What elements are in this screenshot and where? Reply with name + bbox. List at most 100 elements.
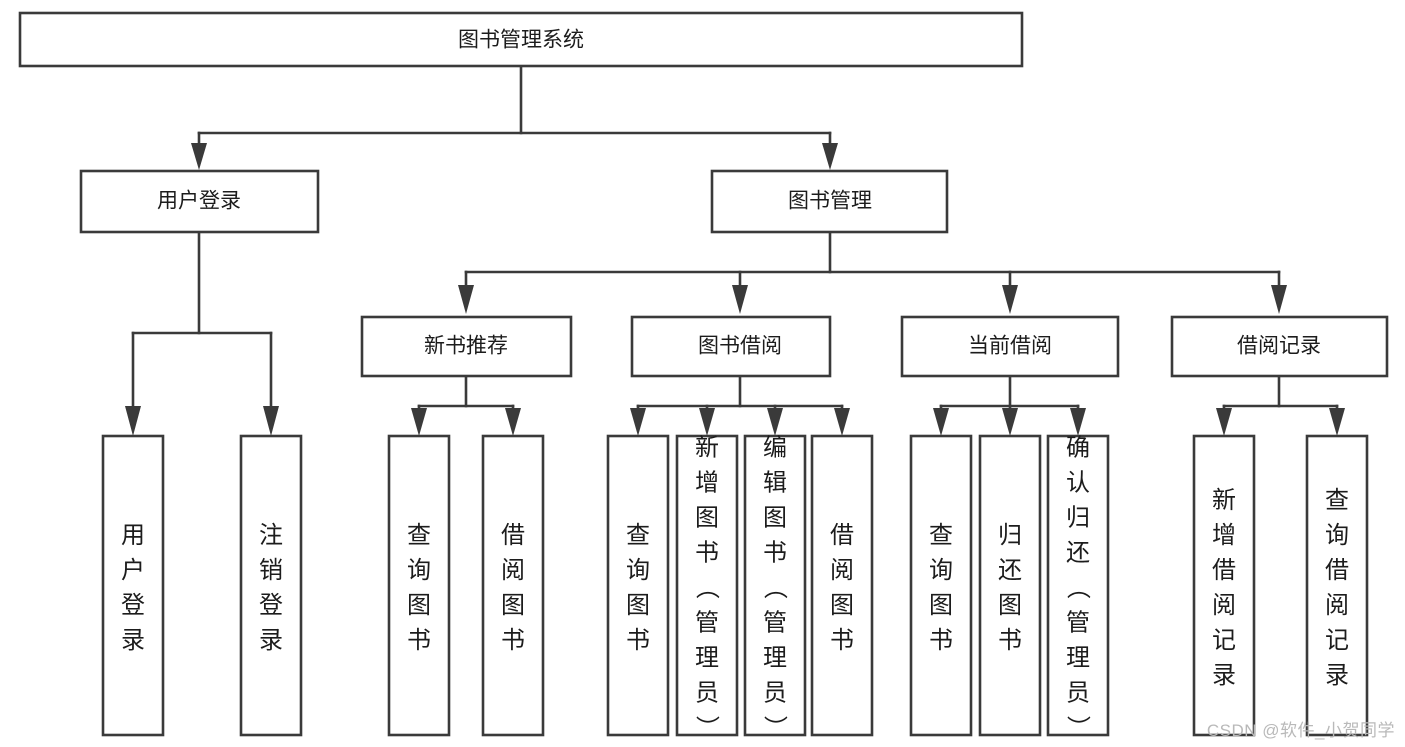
node-current-borrow[interactable]: 当前借阅: [900, 315, 1120, 378]
svg-text:归: 归: [1066, 504, 1090, 531]
node-root-label: 图书管理系统: [458, 29, 584, 52]
arrow-bm-c3: [1002, 285, 1018, 314]
node-book-borrow-box[interactable]: [630, 315, 832, 378]
leaf-return-book-box[interactable]: [978, 434, 1042, 737]
svg-text:书: 书: [695, 539, 719, 566]
svg-text:编: 编: [763, 434, 787, 461]
arrow-bb-l3: [767, 408, 783, 436]
leaf-add-book[interactable]: [675, 434, 739, 737]
leaf-add-record[interactable]: [1192, 434, 1256, 737]
svg-text:（: （: [693, 575, 720, 599]
svg-text:理: 理: [763, 644, 787, 671]
node-user-login[interactable]: 用户登录: [79, 169, 320, 234]
svg-text:书: 书: [501, 627, 525, 654]
leaf-add-book-box[interactable]: [675, 434, 739, 737]
leaf-user-login-box[interactable]: [101, 434, 165, 737]
node-book-borrow[interactable]: 图书借阅: [630, 315, 832, 378]
svg-text:图: 图: [695, 504, 719, 531]
node-user-login-box[interactable]: [79, 169, 320, 234]
svg-text:管: 管: [1066, 609, 1090, 636]
leaf-query-record-box[interactable]: [1305, 434, 1369, 737]
leaf-confirm-return-box[interactable]: [1046, 434, 1110, 737]
svg-text:书: 书: [626, 627, 650, 654]
leaf-query-book-1[interactable]: [387, 434, 451, 737]
arrow-br-l2: [1329, 408, 1345, 436]
node-borrow-record-box[interactable]: [1170, 315, 1389, 378]
leaf-user-logout-box[interactable]: [239, 434, 303, 737]
leaf-borrow-book-2-box[interactable]: [810, 434, 874, 737]
leaf-user-login[interactable]: [101, 434, 165, 737]
node-current-borrow-box[interactable]: [900, 315, 1120, 378]
svg-text:）: ）: [693, 715, 720, 739]
svg-text:录: 录: [259, 627, 283, 654]
leaf-query-book-3-box[interactable]: [909, 434, 973, 737]
arrow-cb-l3: [1070, 408, 1086, 436]
leaf-query-book-2[interactable]: [606, 434, 670, 737]
svg-text:询: 询: [626, 557, 650, 584]
svg-text:图: 图: [998, 592, 1022, 619]
svg-text:书: 书: [763, 539, 787, 566]
svg-text:还: 还: [998, 557, 1022, 584]
leaf-edit-book-box[interactable]: [743, 434, 807, 737]
arrow-userlogin-c1: [125, 406, 141, 436]
svg-text:查: 查: [626, 522, 650, 549]
svg-text:还: 还: [1066, 539, 1090, 566]
svg-text:）: ）: [761, 715, 788, 739]
arrow-bm-c1: [458, 285, 474, 314]
svg-text:用: 用: [121, 522, 145, 549]
arrow-nbr-l1: [411, 408, 427, 436]
svg-text:归: 归: [998, 522, 1022, 549]
svg-text:管: 管: [763, 609, 787, 636]
svg-text:书: 书: [830, 627, 854, 654]
leaf-query-book-3[interactable]: [909, 434, 973, 737]
node-book-borrow-label: 图书借阅: [698, 335, 782, 358]
leaf-add-record-box[interactable]: [1192, 434, 1256, 737]
svg-text:理: 理: [1066, 644, 1090, 671]
node-book-manage-box[interactable]: [710, 169, 949, 234]
leaf-query-record[interactable]: [1305, 434, 1369, 737]
node-new-book-rec-label: 新书推荐: [424, 335, 508, 358]
svg-text:阅: 阅: [1212, 592, 1236, 619]
svg-text:记: 记: [1212, 627, 1236, 654]
svg-text:）: ）: [1064, 715, 1091, 739]
svg-text:图: 图: [830, 592, 854, 619]
node-new-book-rec[interactable]: 新书推荐: [360, 315, 573, 378]
svg-text:（: （: [761, 575, 788, 599]
svg-text:图: 图: [763, 504, 787, 531]
node-root-box[interactable]: [18, 11, 1024, 68]
svg-text:书: 书: [998, 627, 1022, 654]
svg-text:登: 登: [259, 592, 283, 619]
leaf-return-book[interactable]: [978, 434, 1042, 737]
arrow-nbr-l2: [505, 408, 521, 436]
leaf-borrow-book-1-box[interactable]: [481, 434, 545, 737]
arrow-cb-l2: [1002, 408, 1018, 436]
arrow-userlogin-c2: [263, 406, 279, 436]
leaf-confirm-return[interactable]: [1046, 434, 1110, 737]
node-root[interactable]: 图书管理系统: [18, 11, 1024, 68]
node-book-manage[interactable]: 图书管理: [710, 169, 949, 234]
svg-text:新: 新: [1212, 487, 1236, 514]
node-new-book-rec-box[interactable]: [360, 315, 573, 378]
svg-text:查: 查: [407, 522, 431, 549]
svg-text:查: 查: [1325, 487, 1349, 514]
svg-text:询: 询: [929, 557, 953, 584]
leaf-edit-book[interactable]: [743, 434, 807, 737]
svg-text:录: 录: [1325, 662, 1349, 689]
svg-text:询: 询: [407, 557, 431, 584]
svg-text:增: 增: [1212, 522, 1236, 549]
svg-text:书: 书: [929, 627, 953, 654]
leaf-borrow-book-1[interactable]: [481, 434, 545, 737]
leaf-borrow-book-2[interactable]: [810, 434, 874, 737]
node-borrow-record[interactable]: 借阅记录: [1170, 315, 1389, 378]
leaf-query-book-1-box[interactable]: [387, 434, 451, 737]
arrow-bb-l2: [699, 408, 715, 436]
leaf-user-logout[interactable]: [239, 434, 303, 737]
leaf-query-book-2-box[interactable]: [606, 434, 670, 737]
arrow-root-userlogin: [191, 143, 207, 170]
svg-text:认: 认: [1066, 469, 1090, 496]
connector-layer: [125, 64, 1345, 436]
